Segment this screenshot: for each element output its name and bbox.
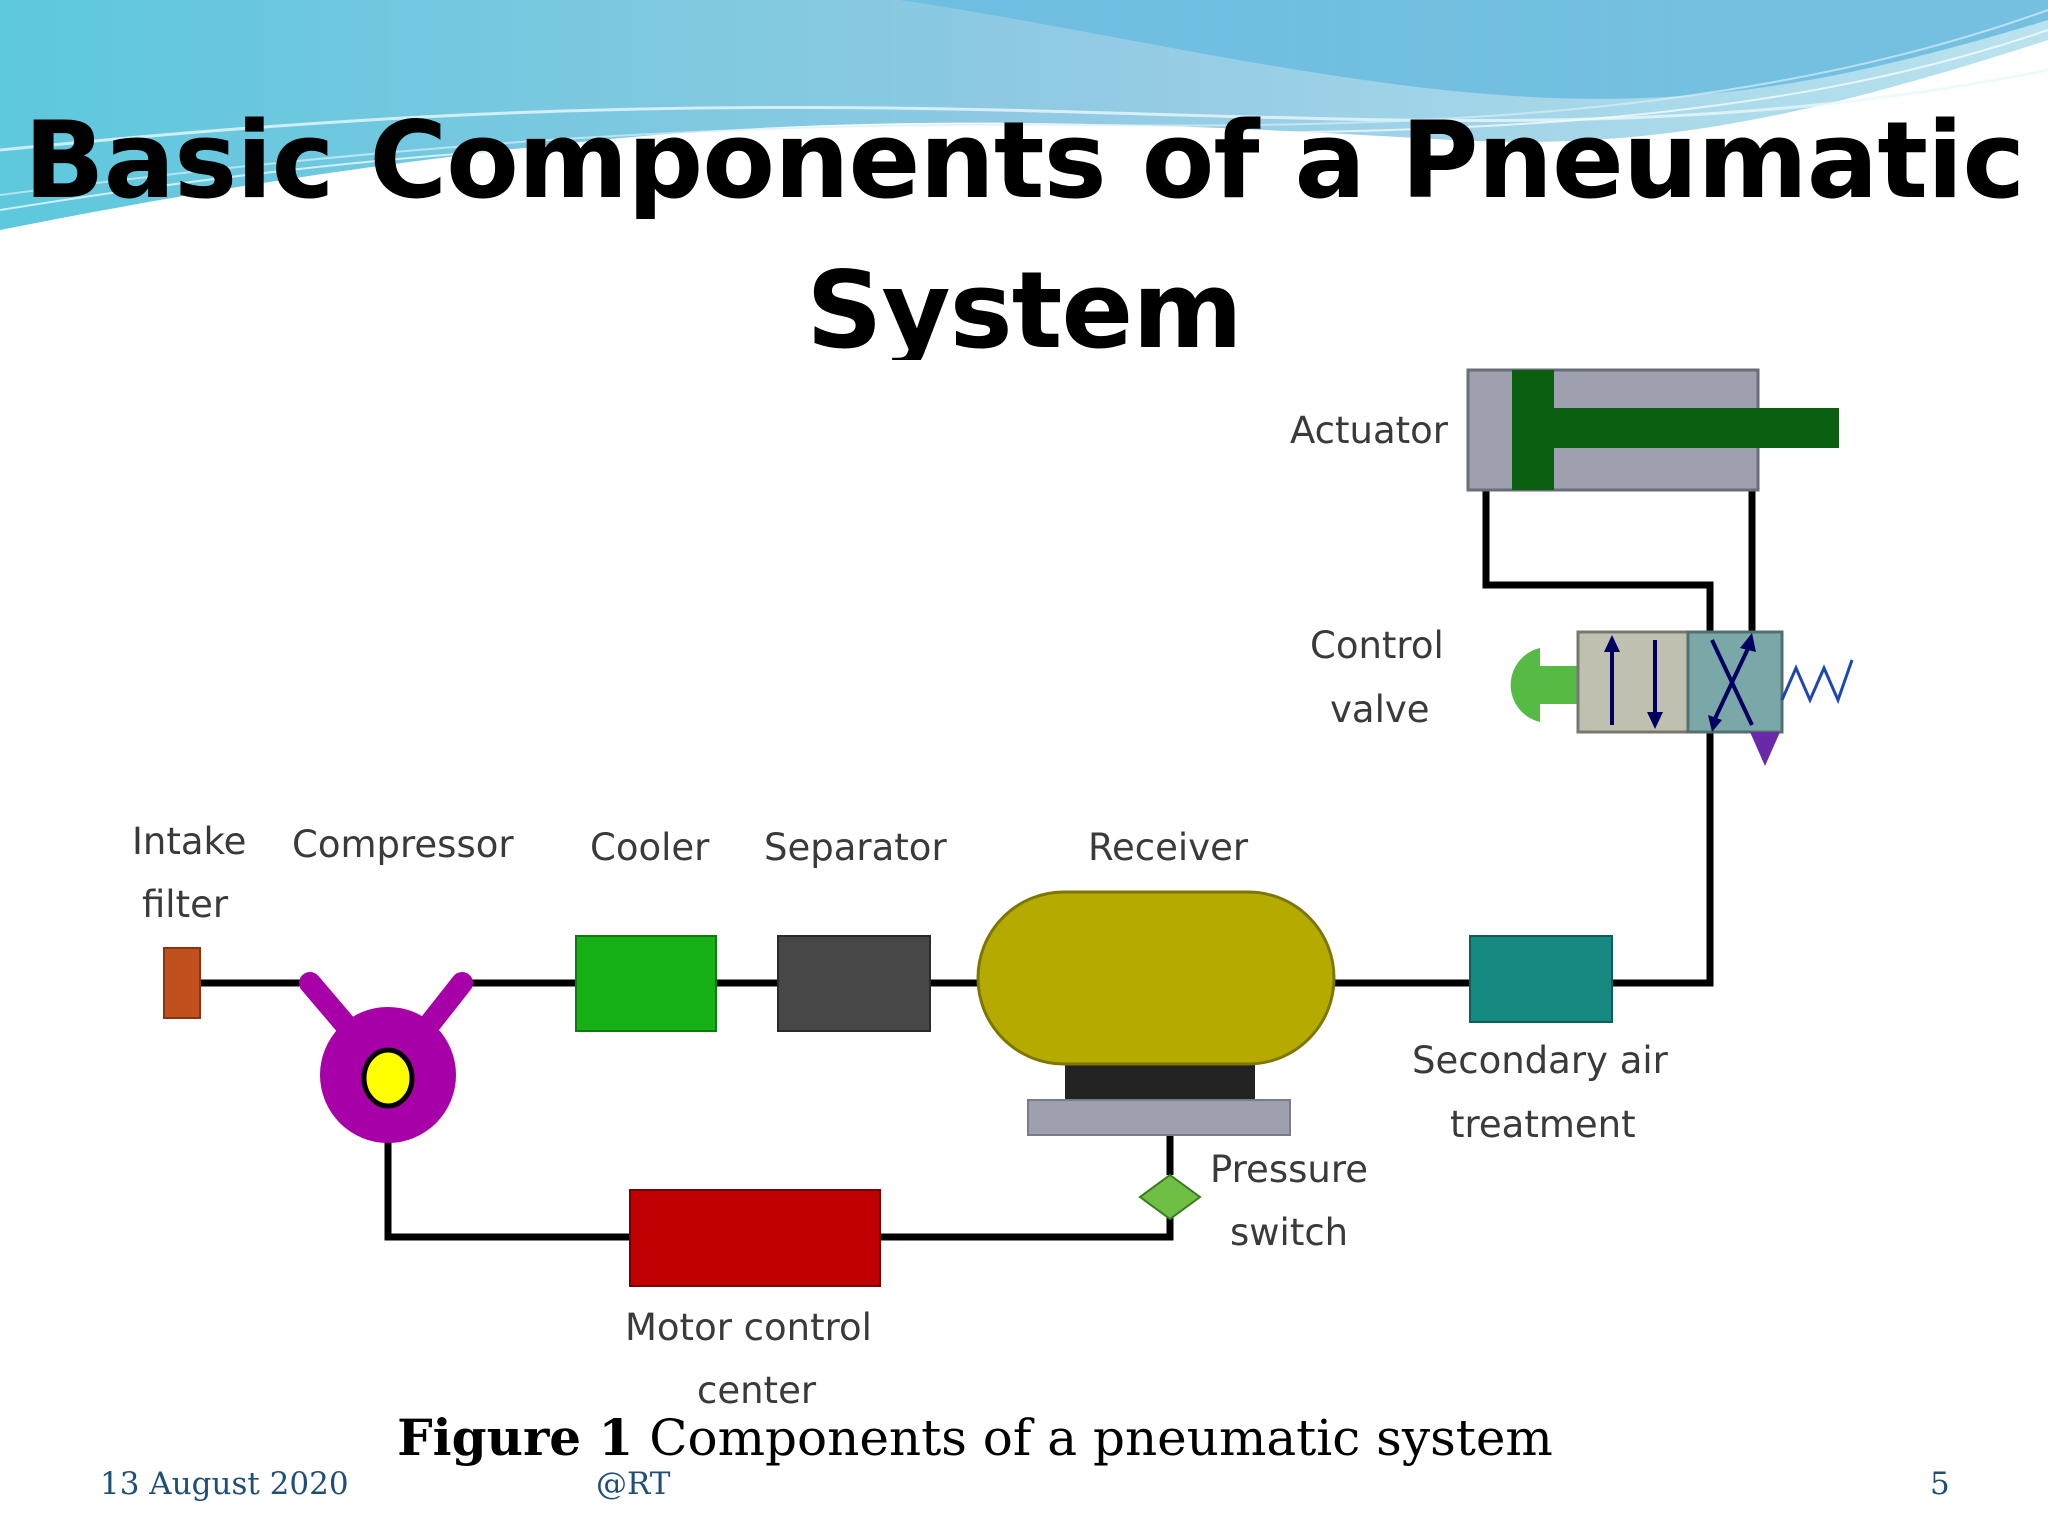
separator-shape <box>777 935 931 1032</box>
label-secondary-air-line2: treatment <box>1450 1103 1636 1146</box>
wire-compressor-motor <box>384 1130 630 1241</box>
label-receiver: Receiver <box>1088 826 1249 869</box>
figure-panel <box>120 360 1920 1420</box>
label-pressure-switch-line2: switch <box>1230 1211 1348 1254</box>
compressor-shape <box>299 972 473 1143</box>
caption-text: Components of a pneumatic system <box>649 1409 1553 1467</box>
slide-title: Basic Components of a Pneumatic System <box>0 86 2048 386</box>
label-motor-control-line1: Motor control <box>625 1306 872 1349</box>
secondary-air-treatment-shape <box>1469 935 1613 1023</box>
label-control-valve-line1: Control <box>1310 624 1444 667</box>
footer-date: 13 August 2020 <box>100 1466 349 1502</box>
footer-author: @RT <box>596 1466 671 1502</box>
pipe-secondary-valve <box>1612 730 1714 987</box>
wave-header-decoration <box>0 0 2048 230</box>
page-number: 5 <box>1930 1466 1950 1502</box>
label-separator: Separator <box>764 826 947 869</box>
motor-control-center-shape <box>629 1189 881 1287</box>
pipe-actuator-left <box>1482 488 1714 635</box>
title-line-1: Basic Components of a Pneumatic <box>23 99 2025 222</box>
label-secondary-air-line1: Secondary air <box>1412 1039 1669 1082</box>
pressure-switch-shape <box>1138 1173 1202 1221</box>
figure-caption: Figure 1 Components of a pneumatic syste… <box>0 1408 1950 1467</box>
control-valve-shape <box>1510 630 1854 766</box>
intake-filter-shape <box>163 947 201 1019</box>
receiver-shape <box>976 890 1336 1136</box>
label-pressure-switch-line1: Pressure <box>1210 1148 1368 1191</box>
label-actuator: Actuator <box>1290 409 1449 452</box>
label-motor-control-line2: center <box>697 1369 817 1412</box>
caption-figure-number: Figure 1 <box>397 1408 634 1467</box>
wire-motor-pressure-switch <box>880 1210 1174 1241</box>
label-intake-filter-line1: Intake <box>132 820 246 863</box>
title-line-2: System <box>806 249 1243 372</box>
label-compressor: Compressor <box>292 823 514 866</box>
label-intake-filter-line2: filter <box>142 883 229 926</box>
actuator-shape <box>1466 368 1839 492</box>
label-control-valve-line2: valve <box>1330 688 1430 731</box>
label-cooler: Cooler <box>590 826 710 869</box>
cooler-shape <box>575 935 717 1032</box>
